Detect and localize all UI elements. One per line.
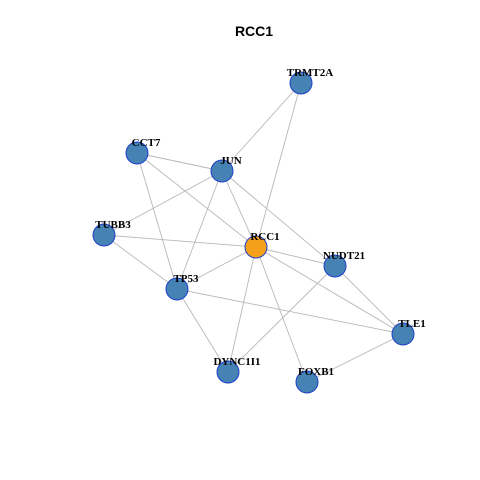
edge-nudt21-dync1i1 (227, 265, 336, 373)
edge-jun-nudt21 (221, 170, 336, 267)
edge-jun-tp53 (176, 170, 223, 290)
edge-layer (103, 82, 404, 383)
edge-jun-tubb3 (103, 170, 223, 236)
node-label-tubb3: TUBB3 (95, 219, 131, 231)
node-label-jun: JUN (220, 155, 241, 167)
edge-nudt21-tle1 (334, 265, 404, 335)
node-label-foxb1: FOXB1 (298, 366, 334, 378)
edge-rcc1-foxb1 (255, 246, 308, 383)
node-dync1i1 (216, 360, 240, 384)
node-tp53 (165, 277, 189, 301)
edge-tp53-dync1i1 (176, 288, 229, 373)
edge-tle1-foxb1 (306, 333, 404, 383)
edge-cct7-rcc1 (136, 152, 257, 248)
edge-trmt2a-jun (221, 82, 302, 172)
node-foxb1 (295, 370, 319, 394)
edge-rcc1-nudt21 (255, 246, 336, 267)
node-label-nudt21: NUDT21 (323, 250, 365, 262)
edge-cct7-jun (136, 152, 223, 172)
figure-title: RCC1 (235, 23, 273, 39)
edge-tp53-tle1 (176, 288, 404, 335)
node-tubb3 (92, 223, 116, 247)
node-jun (210, 159, 234, 183)
node-label-rcc1: RCC1 (250, 231, 279, 243)
edge-rcc1-tle1 (255, 246, 404, 335)
edge-tubb3-tp53 (103, 234, 178, 290)
edge-cct7-tp53 (136, 152, 178, 290)
node-label-trmt2a: TRMT2A (287, 67, 334, 79)
edge-jun-rcc1 (221, 170, 257, 248)
node-layer (92, 71, 415, 394)
node-label-tp53: TP53 (173, 273, 199, 285)
edge-rcc1-dync1i1 (227, 246, 257, 373)
node-cct7 (125, 141, 149, 165)
edge-trmt2a-rcc1 (255, 82, 302, 248)
node-nudt21 (323, 254, 347, 278)
edge-rcc1-tp53 (176, 246, 257, 290)
node-label-cct7: CCT7 (132, 137, 161, 149)
node-tle1 (391, 322, 415, 346)
edge-tubb3-rcc1 (103, 234, 257, 248)
node-trmt2a (289, 71, 313, 95)
node-label-dync1i1: DYNC1I1 (213, 356, 260, 368)
node-label-tle1: TLE1 (398, 318, 426, 330)
node-rcc1 (244, 235, 268, 259)
